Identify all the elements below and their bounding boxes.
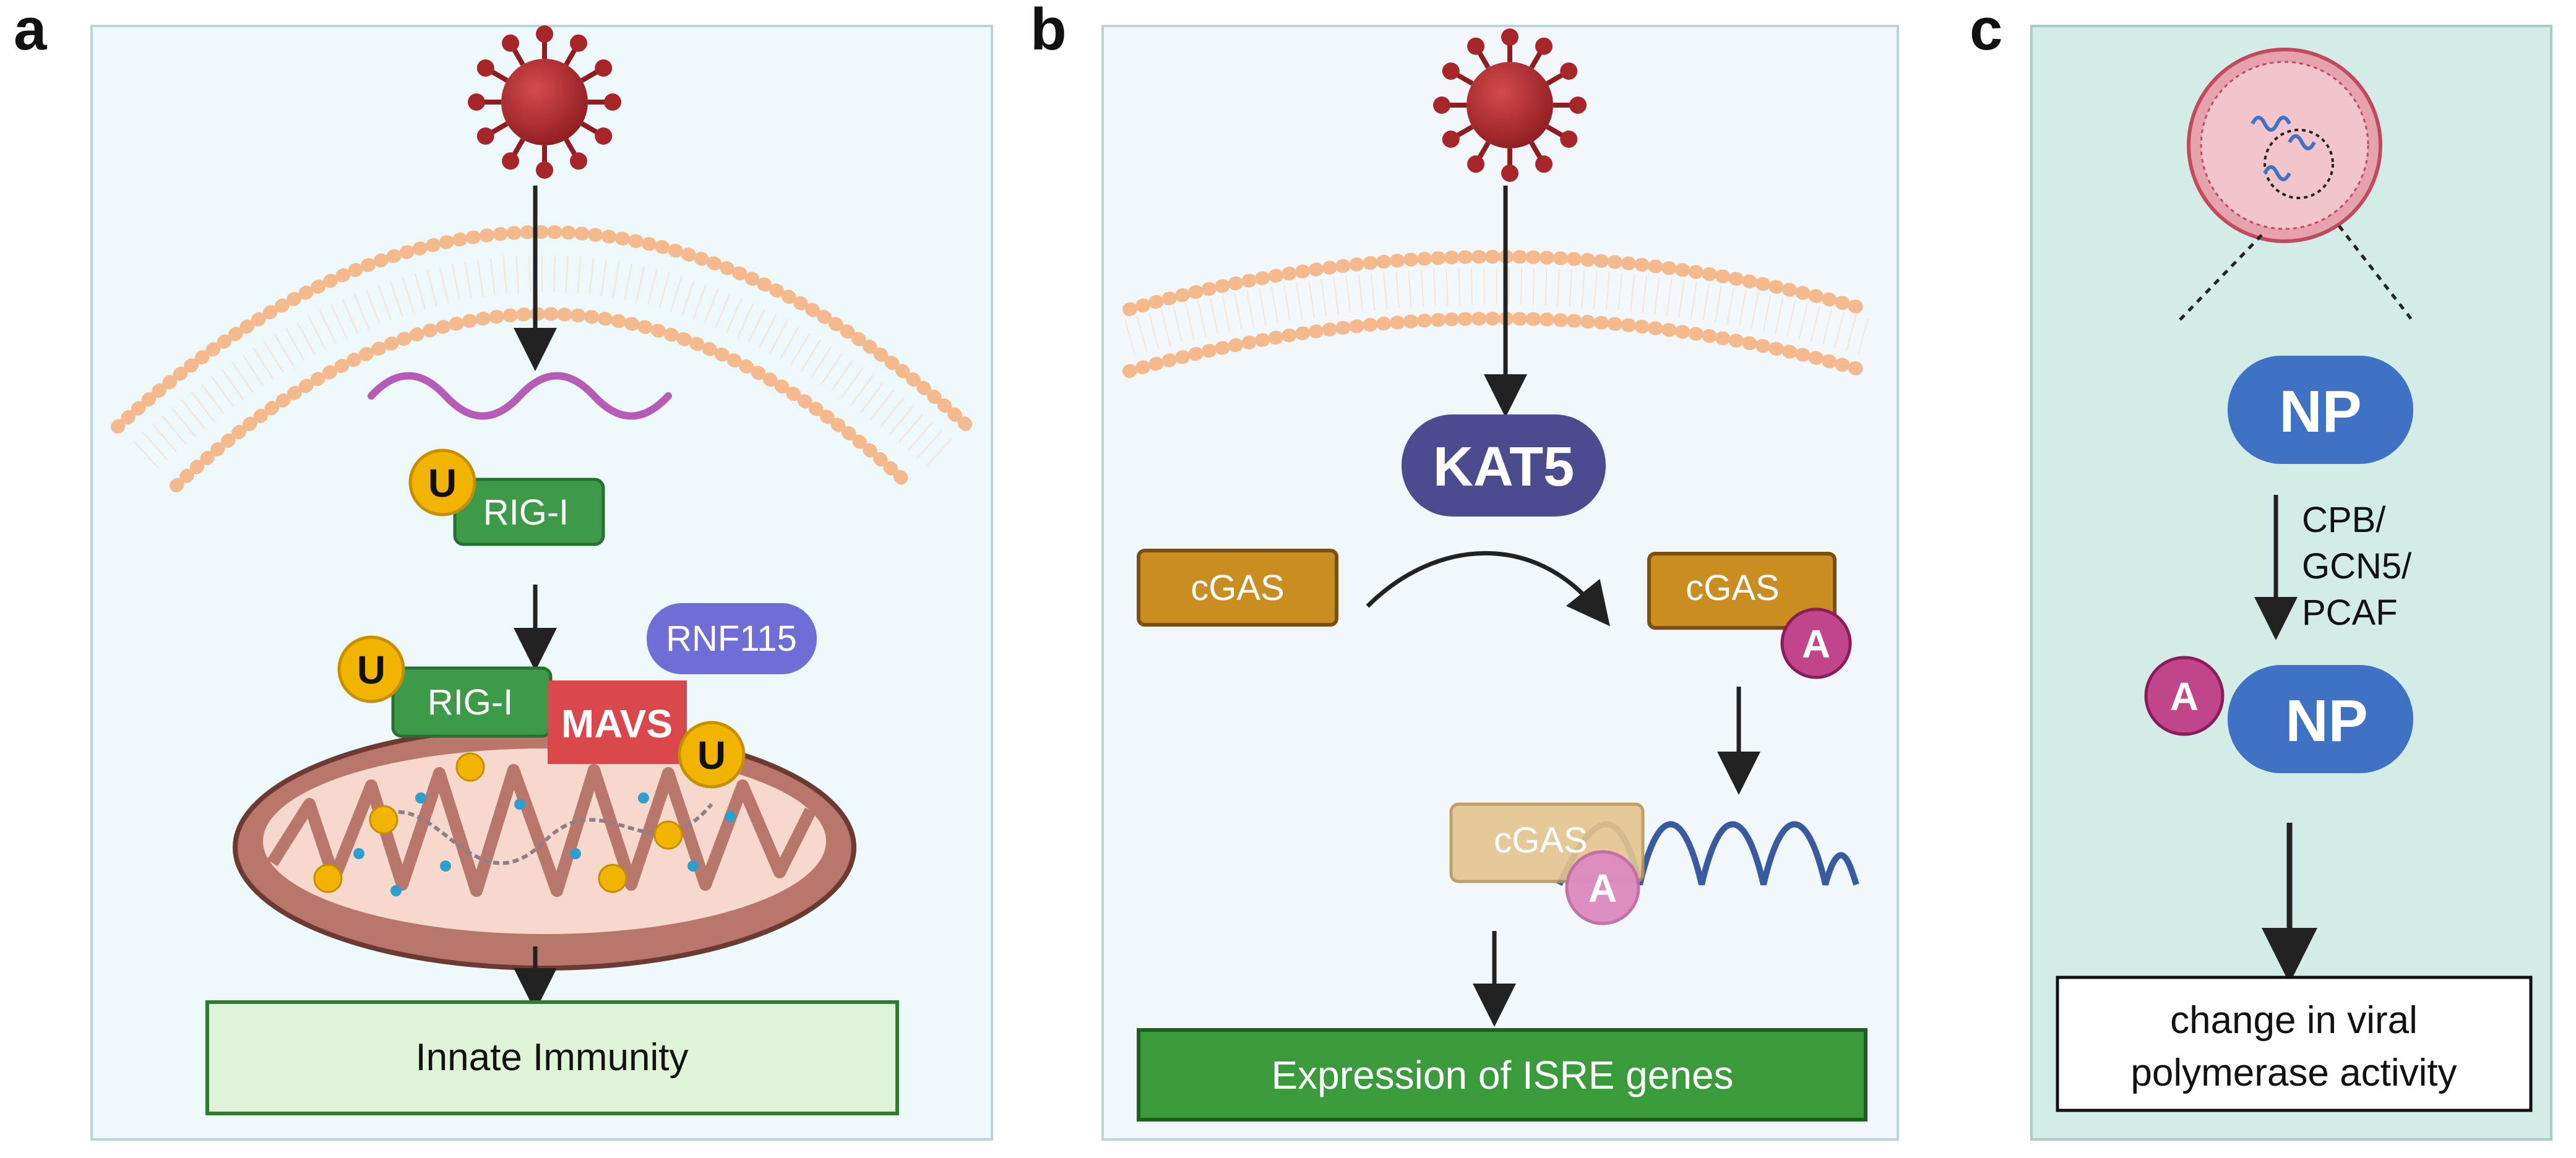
polymerase-activity-line-1: change in viral [2170, 999, 2418, 1042]
cgas-left: cGAS [1137, 549, 1338, 627]
cgas-left-label: cGAS [1191, 568, 1285, 608]
rig-i-mavs-complex: RIG-I U MAVS U RNF115 [337, 603, 817, 789]
virus-spike-tip [502, 152, 519, 170]
membrane-inner-arc [170, 307, 916, 492]
viral-rna-icon [368, 372, 672, 420]
panel-c: c NP CPB/ GCN5/ PCAF NP A change in vira… [1970, 0, 2552, 1141]
virus-spike-tip [1560, 62, 1578, 80]
virus-spike-tip [1535, 37, 1553, 55]
virus-spike-tip [476, 59, 494, 77]
virus-body [1467, 62, 1553, 148]
np-label-top: NP [2279, 379, 2361, 445]
virus-spike-tip [1535, 155, 1553, 173]
virus-spike-tip [1442, 62, 1460, 80]
cgas-dna-complex: cGAS A [1449, 802, 1859, 925]
virus-spike-tip [1467, 37, 1484, 55]
kat5-node [1402, 414, 1606, 517]
virus-spike-tip [570, 34, 587, 52]
virion-cross-section-icon [2177, 48, 2414, 323]
np-node-top [2228, 356, 2413, 464]
membrane-inner-arc [1122, 312, 1872, 378]
isre-expression-box [1137, 1028, 1867, 1122]
acetyl-label-bottom: A [1588, 866, 1617, 911]
cgas-bottom-label: cGAS [1494, 820, 1588, 860]
enzyme-label-3: PCAF [2302, 593, 2398, 633]
panel-b: b KAT5 cGAS cGAS A cGAS A [1030, 0, 1899, 1141]
panel-c-letter: c [1970, 0, 2002, 62]
kat5-label: KAT5 [1433, 436, 1574, 498]
virus-spike-tip [604, 93, 621, 111]
ubiquitin-label-mavs: U [697, 733, 726, 778]
panel-b-letter: b [1030, 0, 1067, 62]
isre-expression-label: Expression of ISRE genes [1271, 1053, 1733, 1097]
virus-spike-tip [468, 93, 485, 111]
virus-spike-tip [536, 161, 553, 179]
rnf115-label: RNF115 [666, 619, 797, 659]
rig-i-ubiquitinated-top: RIG-I U [408, 448, 605, 546]
innate-immunity-box [205, 1000, 899, 1115]
acetyl-label-np: A [2170, 674, 2199, 719]
acetyl-label-right: A [1802, 622, 1830, 666]
virus-spike-tip [1467, 155, 1484, 173]
rig-i-label-top: RIG-I [483, 492, 569, 533]
virus-icon [1433, 28, 1587, 182]
virus-spike-tip [1442, 131, 1460, 148]
innate-immunity-label: Innate Immunity [415, 1036, 688, 1079]
cgas-right-label: cGAS [1686, 568, 1780, 608]
virus-spike-tip [476, 127, 494, 145]
virus-spike-tip [595, 127, 613, 145]
membrane-outer-arc [111, 225, 975, 434]
acetyl-group-np [2144, 656, 2225, 736]
virus-spike-tip [570, 152, 587, 170]
polymerase-activity-box [2056, 976, 2533, 1112]
cgas-right-acetylated: cGAS A [1647, 552, 1852, 679]
rig-i-label-bottom: RIG-I [428, 682, 514, 723]
panel-a-background [90, 25, 993, 1141]
virus-body [501, 59, 588, 145]
mitochondrion-icon [233, 724, 856, 971]
virus-spike-tip [1569, 96, 1587, 114]
virus-spike-tip [536, 25, 553, 43]
membrane-outer-arc [1122, 250, 1872, 316]
np-node-bottom [2228, 665, 2413, 773]
panel-a-letter: a [14, 0, 47, 62]
virus-spike-tip [1560, 131, 1578, 148]
virus-spike-tip [502, 34, 519, 52]
virus-spike-tip [1501, 28, 1518, 46]
np-label-bottom: NP [2285, 688, 2367, 754]
membrane-tails [1124, 267, 1871, 355]
enzyme-label-1: CPB/ [2302, 500, 2386, 540]
virus-icon [468, 25, 621, 179]
ubiquitin-label-top: U [428, 461, 457, 505]
arrow-acetylation [1366, 551, 1610, 627]
polymerase-activity-line-2: polymerase activity [2130, 1052, 2457, 1094]
enzyme-label-2: GCN5/ [2302, 546, 2412, 586]
mavs-label: MAVS [561, 701, 673, 746]
panel-a: a RIG-I U [14, 0, 993, 1141]
ubiquitin-label-rig-i: U [357, 648, 386, 692]
virus-spike-tip [1433, 96, 1450, 114]
membrane-tails [132, 255, 954, 469]
virus-spike-tip [595, 59, 613, 77]
virus-spike-tip [1501, 165, 1518, 182]
